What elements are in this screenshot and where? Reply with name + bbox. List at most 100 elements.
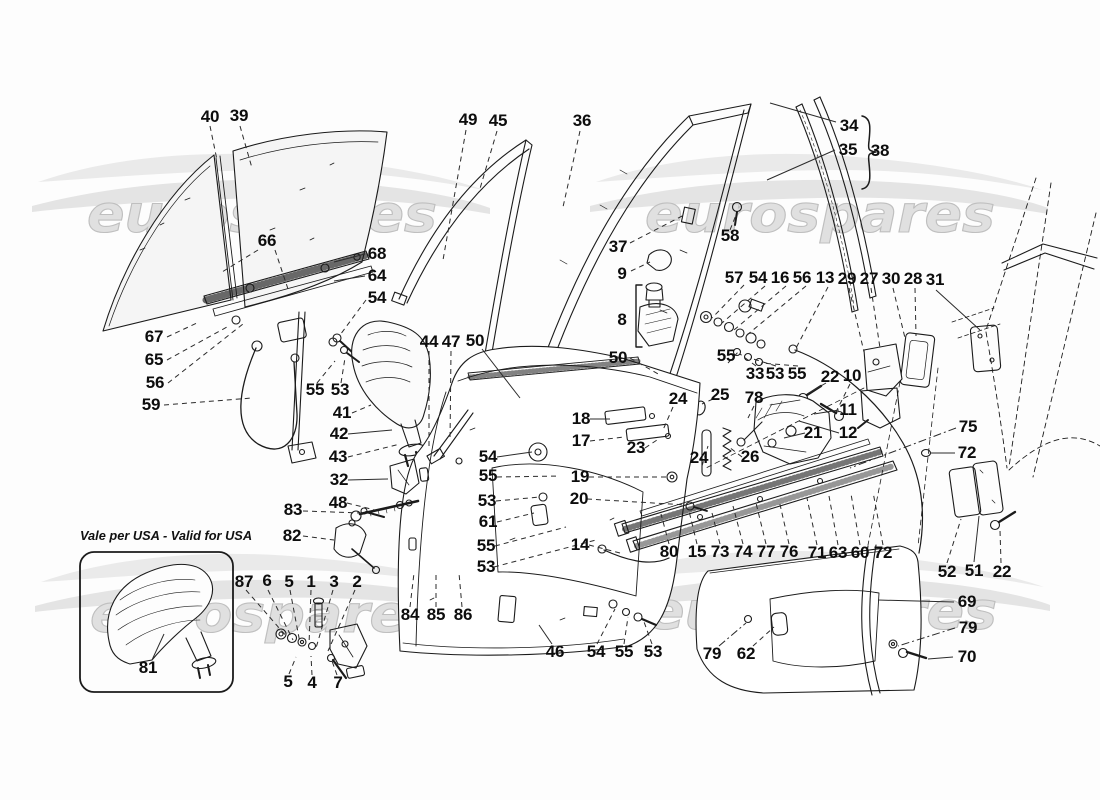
part-label-55: 55: [476, 536, 496, 555]
part-label-33: 33: [745, 364, 765, 383]
leader-line: [710, 508, 721, 545]
part-label-22: 22: [820, 367, 840, 386]
part-label-53: 53: [643, 642, 663, 661]
part-label-67: 67: [144, 327, 164, 346]
leader-line: [596, 608, 616, 645]
part-label-75: 75: [958, 417, 978, 436]
part-label-12: 12: [838, 423, 858, 442]
part-label-56: 56: [145, 373, 165, 392]
leader-line: [496, 451, 533, 458]
part-label-77: 77: [756, 542, 776, 561]
spring-26: [722, 427, 732, 471]
part-label-62: 62: [736, 644, 756, 663]
part-label-18: 18: [571, 409, 591, 428]
bracket-8: [635, 284, 643, 348]
part-label-73: 73: [710, 542, 730, 561]
leader-line: [209, 125, 218, 161]
part-label-39: 39: [229, 106, 249, 125]
part-label-37: 37: [608, 237, 628, 256]
part-label-38: 38: [870, 141, 890, 160]
leader-line: [711, 284, 745, 319]
leader-line: [729, 214, 737, 231]
part-label-19: 19: [570, 467, 590, 486]
part-label-26: 26: [740, 447, 760, 466]
leader-line: [562, 130, 581, 208]
part-label-54: 54: [478, 447, 498, 466]
leader-line: [870, 287, 881, 349]
leader-line: [688, 510, 698, 545]
vent-glass: [102, 154, 232, 332]
part-label-27: 27: [859, 269, 879, 288]
part-label-65: 65: [144, 350, 164, 369]
leader-line: [589, 436, 625, 442]
part-label-69: 69: [957, 592, 977, 611]
part-label-44: 44: [419, 332, 439, 351]
leader-line: [586, 498, 688, 506]
leader-line: [746, 285, 807, 336]
cable-regulator: [240, 311, 317, 464]
part-label-31: 31: [925, 270, 945, 289]
part-label-13: 13: [815, 268, 835, 287]
part-label-63: 63: [828, 543, 848, 562]
part-label-10: 10: [842, 366, 862, 385]
part-label-86: 86: [453, 605, 473, 624]
leader-lines: [151, 102, 1002, 676]
part-label-81: 81: [138, 658, 158, 677]
part-label-82: 82: [282, 526, 302, 545]
leader-line: [310, 655, 313, 676]
part-label-78: 78: [744, 388, 764, 407]
part-label-66: 66: [257, 231, 277, 250]
part-label-23: 23: [626, 438, 646, 457]
part-label-24: 24: [689, 448, 709, 467]
leader-line: [769, 102, 837, 123]
part-label-8: 8: [617, 310, 627, 329]
part-label-85: 85: [426, 605, 446, 624]
leader-line: [973, 515, 980, 563]
leader-line: [755, 502, 767, 545]
part-label-5: 5: [283, 672, 293, 691]
leader-line: [662, 406, 674, 431]
leader-line: [327, 589, 356, 652]
part-label-46: 46: [545, 642, 565, 661]
leader-line: [849, 427, 957, 469]
part-label-14: 14: [570, 535, 590, 554]
leader-line: [999, 529, 1002, 564]
leader-line: [308, 589, 312, 646]
leader-line: [642, 618, 653, 645]
leader-line: [481, 348, 521, 399]
leader-line: [749, 357, 777, 367]
leader-line: [927, 656, 954, 660]
part-label-60: 60: [850, 543, 870, 562]
leader-line: [239, 125, 253, 169]
part-label-79: 79: [702, 644, 722, 663]
part-label-72: 72: [873, 543, 893, 562]
leader-line: [783, 432, 806, 439]
leader-line: [267, 589, 294, 641]
leader-line: [302, 535, 335, 541]
leader-line: [732, 505, 744, 545]
part-label-35: 35: [838, 140, 858, 159]
leader-line: [409, 572, 415, 608]
leader-line: [494, 526, 567, 547]
part-label-54: 54: [586, 642, 606, 661]
leader-line: [877, 599, 955, 603]
leader-line: [623, 616, 629, 645]
leader-line: [333, 275, 366, 282]
leader-line: [166, 326, 228, 361]
part-label-55: 55: [614, 642, 634, 661]
leader-line: [496, 512, 535, 523]
part-label-70: 70: [957, 647, 977, 666]
leader-line: [274, 249, 289, 290]
part-label-56: 56: [792, 268, 812, 287]
brace-38: [861, 115, 877, 190]
leader-line: [302, 510, 363, 514]
lock-cylinder-group: [635, 201, 743, 348]
part-label-58: 58: [720, 226, 740, 245]
part-label-42: 42: [329, 424, 349, 443]
part-label-11: 11: [839, 400, 857, 419]
leader-line: [315, 589, 334, 649]
leader-line: [163, 397, 253, 406]
leader-line: [721, 285, 766, 324]
